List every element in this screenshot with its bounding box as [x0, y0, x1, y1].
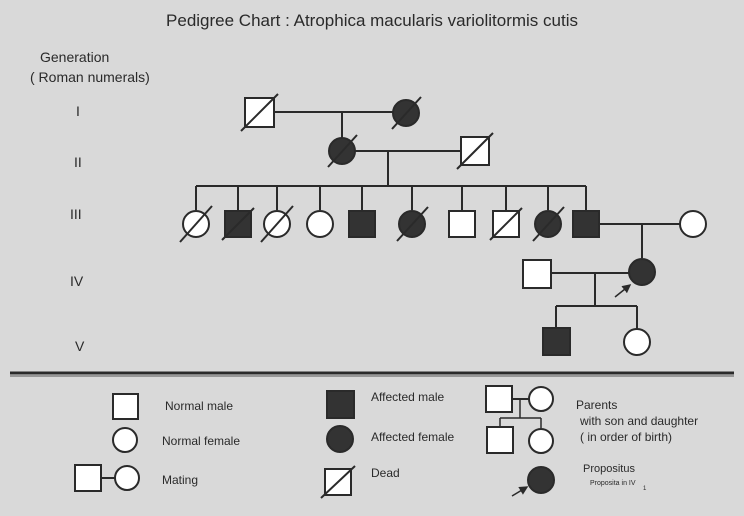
legend-proposita-subscript: 1: [643, 486, 647, 492]
chart-title: Pedigree Chart : Atrophica macularis var…: [166, 11, 578, 30]
gen-II-female-affected-dead: [327, 134, 358, 168]
legend-mating-label: Mating: [162, 473, 198, 487]
legend-affected-female-label: Affected female: [371, 430, 454, 444]
legend-normal-male-symbol: [112, 393, 139, 420]
legend-affected-male-symbol: [326, 390, 355, 419]
legend-normal-female-label: Normal female: [162, 434, 240, 448]
legend-proposita-note: Proposita in IV: [590, 480, 636, 487]
gen-III-9-female-affected-dead: [532, 206, 565, 242]
gen-III-2-male-affected-dead: [221, 207, 255, 241]
generation-label-I: I: [76, 103, 80, 119]
legend-parents-label-line3: ( in order of birth): [580, 430, 672, 444]
gen-III-8-male-dead: [489, 207, 523, 241]
generation-label-V: V: [75, 338, 85, 354]
propositus-arrow: [614, 284, 632, 298]
legend-affected-male-label: Affected male: [371, 390, 444, 404]
gen-III-spouse-female-normal: [679, 210, 707, 238]
gen-V-female-normal: [623, 328, 651, 356]
legend-normal-female-symbol: [112, 427, 138, 453]
legend-dead-symbol: [320, 465, 356, 499]
legend-mating-symbol: [74, 464, 140, 492]
gen-II-male-dead: [456, 132, 494, 170]
gen-III-4-female-normal: [306, 210, 334, 238]
legend-dead-label: Dead: [371, 466, 400, 480]
gen-III-5-male-affected: [348, 210, 376, 238]
gen-I-male-dead: [240, 93, 279, 132]
gen-IV-propositus-female-affected: [628, 258, 656, 286]
gen-III-7-male-normal: [448, 210, 476, 238]
legend-propositus-label: Propositus: [583, 463, 635, 475]
gen-V-male-affected: [542, 327, 571, 356]
legend-parents-label-line2: with son and daughter: [579, 414, 698, 428]
gen-IV-male-normal: [522, 259, 552, 289]
legend-propositus-symbol: [511, 466, 555, 497]
gen-III-10-male-affected: [572, 210, 600, 238]
legend-normal-male-label: Normal male: [165, 399, 233, 413]
generation-label-II: II: [74, 154, 82, 170]
legend-parents-symbol: [485, 385, 554, 454]
generation-label-IV: IV: [70, 273, 84, 289]
gen-III-3-female-dead: [260, 205, 294, 243]
generation-header: Generation: [40, 49, 109, 65]
legend-parents-label-line1: Parents: [576, 398, 617, 412]
gen-I-female-affected-dead: [391, 96, 422, 130]
gen-III-1-female-dead: [179, 205, 213, 243]
generation-subheader: ( Roman numerals): [30, 69, 150, 85]
legend-affected-female-symbol: [326, 425, 354, 453]
generation-label-III: III: [70, 206, 82, 222]
gen-III-6-female-affected-dead: [396, 206, 429, 242]
